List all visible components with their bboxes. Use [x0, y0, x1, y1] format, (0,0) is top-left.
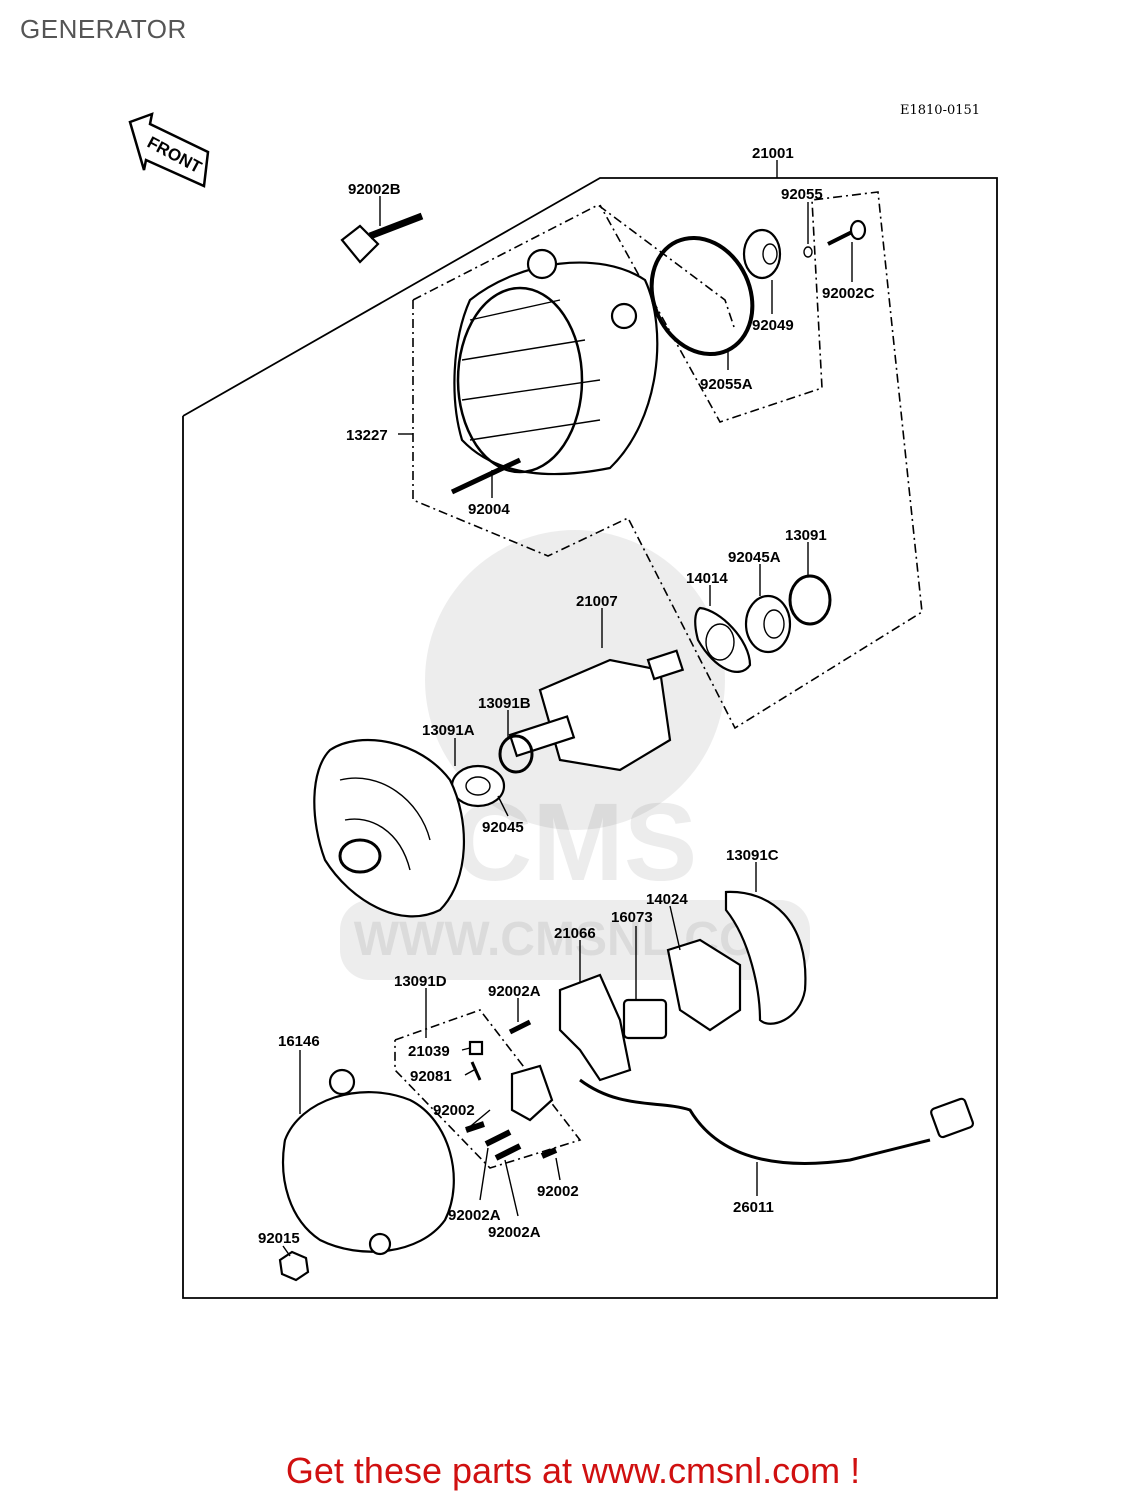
- regulator-16073: [622, 998, 668, 1040]
- bolt-92002C: [827, 219, 867, 246]
- o-ring-92055: [803, 246, 813, 258]
- part-label: 92015: [258, 1230, 300, 1247]
- stator-housing-13227: [450, 248, 659, 495]
- part-label: 92002: [433, 1102, 475, 1119]
- brush-holder-14024: [666, 938, 742, 1032]
- footer-link[interactable]: Get these parts at www.cmsnl.com !: [285, 1450, 861, 1491]
- part-label: 13091C: [726, 847, 779, 864]
- exploded-parts-diagram: CMS WWW.CMSNL.COM E1810-0151 FRONT: [128, 103, 998, 1299]
- part-label: 16073: [611, 909, 653, 926]
- part-label: 13091: [785, 527, 827, 544]
- bolt-92002B: [340, 212, 424, 264]
- part-label: 92081: [410, 1068, 452, 1085]
- ring-13091B: [498, 734, 534, 774]
- rear-cover-16146: [281, 1068, 455, 1256]
- part-label: 21007: [576, 593, 618, 610]
- part-labels: 21001 92055 92002B 92002C 92049 92055A 1…: [258, 145, 875, 1247]
- part-label: 92002A: [448, 1207, 501, 1224]
- bearing-92049: [742, 228, 782, 280]
- part-label: 92055A: [700, 376, 753, 393]
- part-label: 13091A: [422, 722, 475, 739]
- part-label: 92045: [482, 819, 524, 836]
- front-arrow-icon: FRONT: [128, 112, 210, 188]
- part-label: 92004: [468, 501, 510, 518]
- part-label: 92045A: [728, 549, 781, 566]
- group-outline-rear: [412, 191, 923, 730]
- connector: [930, 1097, 975, 1139]
- part-label: 14014: [686, 570, 728, 587]
- bearing-92045: [450, 764, 506, 808]
- gasket-14014: [694, 606, 752, 673]
- assembly-frame: [182, 177, 998, 1299]
- part-label: 21001: [752, 145, 794, 162]
- front-housing: [313, 738, 466, 918]
- part-label: 13091D: [394, 973, 447, 990]
- diagram-code: E1810-0151: [900, 103, 980, 118]
- plate-21066: [558, 973, 632, 1082]
- wire-harness-26011: [579, 1078, 931, 1165]
- brush-21039: [468, 1040, 484, 1056]
- group-outline-13091D: [394, 1009, 582, 1169]
- bolts-92002: [465, 1019, 558, 1161]
- part-label: 26011: [733, 1199, 774, 1216]
- part-label: 16146: [278, 1033, 320, 1050]
- part-label: 92002C: [822, 285, 875, 302]
- brush-holder: [510, 1064, 554, 1122]
- leader-lines: [282, 160, 853, 1257]
- part-label: 21066: [554, 925, 596, 942]
- part-label: 21039: [408, 1043, 450, 1060]
- part-label: 14024: [646, 891, 688, 908]
- part-label: 92002: [537, 1183, 579, 1200]
- cover-13091C: [724, 890, 807, 1025]
- part-label: 13091B: [478, 695, 531, 712]
- spring-92081: [470, 1061, 482, 1081]
- part-label: 92002A: [488, 983, 541, 1000]
- o-ring-92055A: [649, 235, 755, 357]
- part-label: 92049: [752, 317, 794, 334]
- page-title: GENERATOR: [20, 14, 187, 44]
- bearing-92045A: [744, 594, 792, 654]
- part-label: 92002B: [348, 181, 401, 198]
- part-label: 13227: [346, 427, 388, 444]
- part-label: 92002A: [488, 1224, 541, 1241]
- part-label: 92055: [781, 186, 823, 203]
- rotor-21007: [508, 649, 685, 772]
- nut-92015: [278, 1250, 310, 1282]
- ring-13091: [788, 574, 832, 626]
